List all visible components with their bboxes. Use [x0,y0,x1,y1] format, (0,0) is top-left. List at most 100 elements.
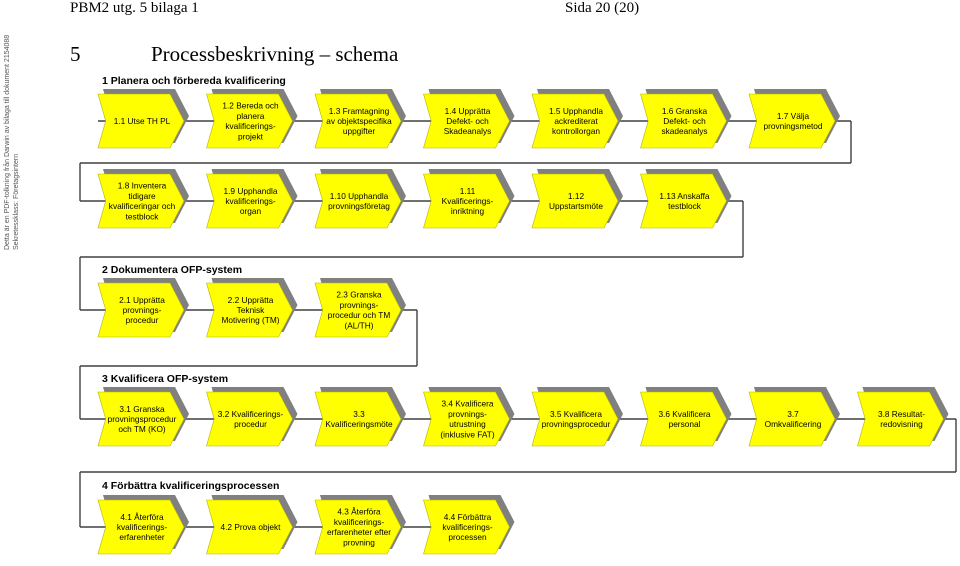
box-label-line: 1.6 Granska [662,106,708,116]
box-label-line: utrustning [449,419,486,429]
process-box: 3.8 Resultat-redovisning [857,387,949,447]
box-shape [314,93,402,149]
box-label-line: kvalificeringar och [109,201,176,211]
box-label-line: organ [240,206,262,216]
box-shape [748,391,836,447]
box-label-line: 1.3 Framtagning [329,106,390,116]
box-label-line: (AL/TH) [344,320,373,330]
box-shape [97,499,185,555]
box-shape [97,282,185,338]
box-label-line: procedur [126,315,159,325]
box-label-line: procedur och TM [328,310,391,320]
box-shape [748,93,836,149]
box-label-line: 1.13 Anskaffa [659,191,710,201]
box-label-line: Kvalificerings- [442,196,494,206]
box-label-line: erfarenheter [119,532,164,542]
box-label-line: provnings- [123,305,162,315]
box-label-line: Uppstartsmöte [549,201,603,211]
phase-title: 3 Kvalificera OFP-system [102,373,228,385]
box-label-line: testblock [668,201,702,211]
process-box: 4.3 Återförakvalificerings-erfarenheter … [314,495,406,555]
box-label-line: kvalificerings- [225,196,275,206]
box-label-line: inriktning [451,206,485,216]
box-label-line: 2.3 Granska [336,290,382,300]
box-label-line: redovisning [880,419,923,429]
box-label-line: 3.5 Kvalificera [550,409,602,419]
box-shape [857,391,944,447]
phase-title: 1 Planera och förbereda kvalificering [102,75,286,87]
box-label-line: 4.2 Prova objekt [221,522,282,532]
box-label-line: Skadeanalys [444,126,492,136]
box-label-line: 1.10 Upphandla [330,191,389,201]
box-label-line: provnings- [340,300,379,310]
box-label-line: 1.11 [460,186,476,196]
box-label-line: 1.4 Upprätta [445,106,491,116]
box-label-line: av objektspecifika [326,116,392,126]
box-shape [314,282,402,338]
box-label-line: planera [237,111,265,121]
box-shape [423,173,510,229]
box-label-line: provningsmetod [763,121,822,131]
box-label-line: erfarenheter efter [327,527,391,537]
box-shape [314,173,402,229]
box-shape [531,391,619,447]
box-label-line: kvalificerings- [442,522,492,532]
box-label-line: Defekt- och [663,116,706,126]
process-box: 1.2 Bereda ochplanerakvalificerings-proj… [206,89,298,149]
box-label-line: Motivering (TM) [221,315,279,325]
box-label-line: och TM (KO) [118,424,166,434]
box-label-line: procedur [234,419,267,429]
section-number: 5 [70,42,81,66]
box-label-line: kvalificerings- [225,121,275,131]
box-shape [314,499,402,555]
box-label-line: kvalificerings- [117,522,167,532]
box-label-line: provningsprocedur [542,419,611,429]
section-title: Processbeskrivning – schema [151,42,399,66]
box-shape [640,391,727,447]
box-label-line: 3.6 Kvalificera [658,409,710,419]
process-box: 1.1 Utse TH PL [97,89,189,149]
box-shape [531,93,619,149]
box-shape [423,499,510,555]
box-label-line: Teknisk [237,305,266,315]
box-shape [423,391,510,447]
phase-title: 4 Förbättra kvalificeringsprocessen [102,480,279,492]
box-shape [206,282,293,338]
box-label-line: 2.2 Upprätta [228,295,274,305]
box-shape [206,499,293,555]
box-label-line: personal [669,419,701,429]
box-label-line: provningsprocedur [108,414,177,424]
box-label-line: 1.8 Inventera [118,181,167,191]
box-label-line: 1.2 Bereda och [222,101,279,111]
box-label-line: tidigare [128,191,156,201]
box-label-line: provnings- [448,409,487,419]
box-shape [314,391,402,447]
box-label-line: 1.7 Välja [777,111,810,121]
box-label-line: 4.3 Återföra [337,507,381,517]
box-shape [640,93,727,149]
box-label-line: skadeanalys [661,126,707,136]
box-label-line: 3.1 Granska [119,404,165,414]
box-label-line: 1.9 Upphandla [224,186,278,196]
box-label-line: 3.4 Kvalificera [441,399,493,409]
box-shape [206,173,293,229]
box-shape [531,173,619,229]
box-shape [97,93,185,149]
phase-title: 2 Dokumentera OFP-system [102,264,242,276]
box-shape [423,93,510,149]
